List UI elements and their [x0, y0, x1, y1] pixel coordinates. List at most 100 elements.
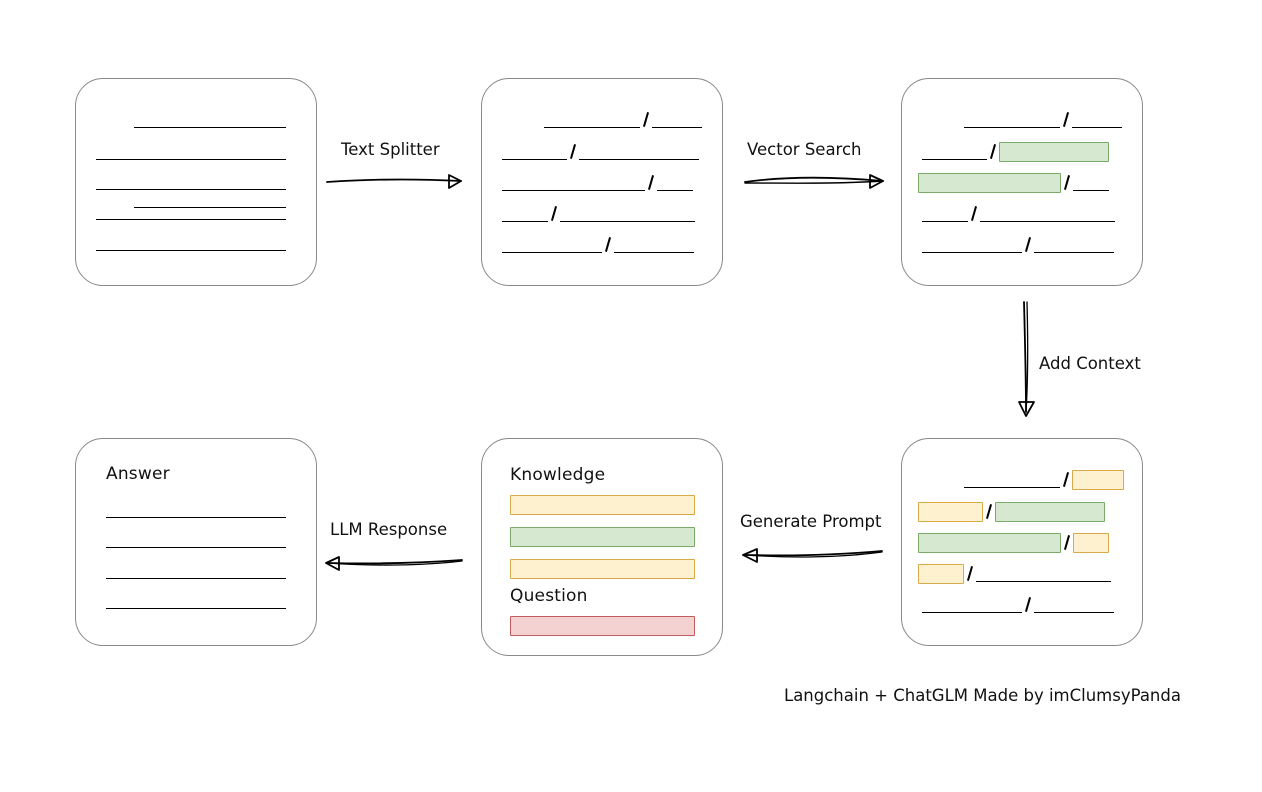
arrow-left-icon — [742, 548, 883, 563]
chunk-row — [918, 564, 1111, 584]
text-line-segment — [96, 249, 286, 251]
arrow-down-icon — [1018, 301, 1035, 417]
chunk-row — [964, 470, 1124, 490]
text-line-segment — [614, 251, 694, 253]
edge-label: LLM Response — [330, 520, 448, 539]
text-line-segment — [1072, 126, 1122, 128]
vector-matched-card[interactable] — [901, 78, 1143, 286]
footer-credit: Langchain + ChatGLM Made by imClumsyPand… — [784, 686, 1181, 705]
text-line-segment — [544, 126, 640, 128]
chunk-row — [922, 596, 1114, 614]
text-line-segment — [976, 580, 1111, 582]
split-document-card[interactable] — [481, 78, 723, 286]
matched-chunk-green — [995, 502, 1105, 522]
text-line-segment — [1034, 251, 1114, 253]
text-line-segment — [502, 189, 645, 191]
context-added-card[interactable] — [901, 438, 1143, 646]
chunk-row — [918, 533, 1109, 553]
chunk-separator-slash — [604, 236, 612, 252]
edge-label: Generate Prompt — [740, 512, 882, 531]
matched-chunk-green — [918, 173, 1061, 193]
chunk-separator-slash — [1024, 596, 1032, 612]
text-line-segment — [922, 158, 987, 160]
chunk-separator-slash — [1062, 471, 1070, 487]
chunk-row — [922, 142, 1109, 162]
document-row — [96, 143, 286, 161]
chunk-separator-slash — [642, 111, 650, 127]
question-label: Question — [510, 586, 588, 606]
answer-line — [106, 547, 286, 548]
add-context-edge: Add Context — [1005, 300, 1185, 425]
vector-search-edge: Vector Search — [743, 140, 893, 200]
prompt-card[interactable]: Knowledge Question — [481, 438, 723, 656]
chunk-separator-slash — [569, 143, 577, 159]
context-chunk-yellow — [918, 564, 964, 584]
text-line-segment — [964, 126, 1060, 128]
document-row — [96, 173, 286, 191]
chunk-separator-slash — [989, 143, 997, 159]
text-line-segment — [652, 126, 702, 128]
chunk-separator-slash — [985, 503, 993, 519]
knowledge-bar-yellow — [510, 559, 695, 579]
answer-line — [106, 517, 286, 518]
chunk-separator-slash — [970, 205, 978, 221]
answer-title: Answer — [106, 464, 170, 484]
llm-response-edge: LLM Response — [322, 520, 472, 580]
generate-prompt-edge: Generate Prompt — [738, 512, 888, 572]
text-line-segment — [922, 251, 1022, 253]
answer-line — [106, 578, 286, 579]
chunk-row — [502, 174, 693, 192]
answer-lines — [76, 439, 316, 645]
arrow-left-icon — [325, 556, 463, 571]
chunk-row — [544, 111, 702, 129]
vector-matched-rows — [902, 79, 1142, 285]
chunk-separator-slash — [1063, 174, 1071, 190]
context-chunk-yellow — [1072, 470, 1124, 490]
text-line-segment — [1034, 611, 1114, 613]
edge-label: Text Splitter — [341, 140, 440, 159]
chunk-separator-slash — [1063, 534, 1071, 550]
text-line-segment — [922, 220, 968, 222]
question-bar-red — [510, 616, 695, 636]
text-line-segment — [579, 158, 699, 160]
chunk-separator-slash — [550, 205, 558, 221]
context-added-rows — [902, 439, 1142, 645]
arrow-right-icon — [326, 174, 462, 189]
text-line-segment — [502, 158, 567, 160]
text-line-segment — [96, 218, 286, 220]
split-document-rows — [482, 79, 722, 285]
text-line-segment — [96, 188, 286, 190]
knowledge-bar-green — [510, 527, 695, 547]
chunk-row — [918, 173, 1109, 193]
chunk-row — [918, 502, 1105, 522]
answer-card[interactable]: Answer — [75, 438, 317, 646]
chunk-row — [964, 111, 1122, 129]
text-line-segment — [964, 486, 1060, 488]
text-splitter-edge: Text Splitter — [325, 140, 475, 200]
source-document-card[interactable] — [75, 78, 317, 286]
chunk-separator-slash — [1024, 236, 1032, 252]
chunk-separator-slash — [966, 565, 974, 581]
document-row — [96, 234, 286, 252]
chunk-row — [502, 205, 695, 223]
text-line-segment — [502, 251, 602, 253]
chunk-row — [502, 236, 694, 254]
chunk-separator-slash — [647, 174, 655, 190]
knowledge-bar-yellow — [510, 495, 695, 515]
chunk-separator-slash — [1062, 111, 1070, 127]
edge-label: Add Context — [1039, 354, 1141, 373]
edge-label: Vector Search — [747, 140, 862, 159]
text-line-segment — [502, 220, 548, 222]
document-row — [96, 203, 286, 221]
chunk-row — [922, 236, 1114, 254]
matched-chunk-green — [918, 533, 1061, 553]
document-row — [134, 191, 286, 209]
context-chunk-yellow — [918, 502, 983, 522]
answer-line — [106, 608, 286, 609]
chunk-row — [922, 205, 1115, 223]
text-line-segment — [922, 611, 1022, 613]
text-line-segment — [980, 220, 1115, 222]
matched-chunk-green — [999, 142, 1109, 162]
text-line-segment — [134, 206, 286, 208]
